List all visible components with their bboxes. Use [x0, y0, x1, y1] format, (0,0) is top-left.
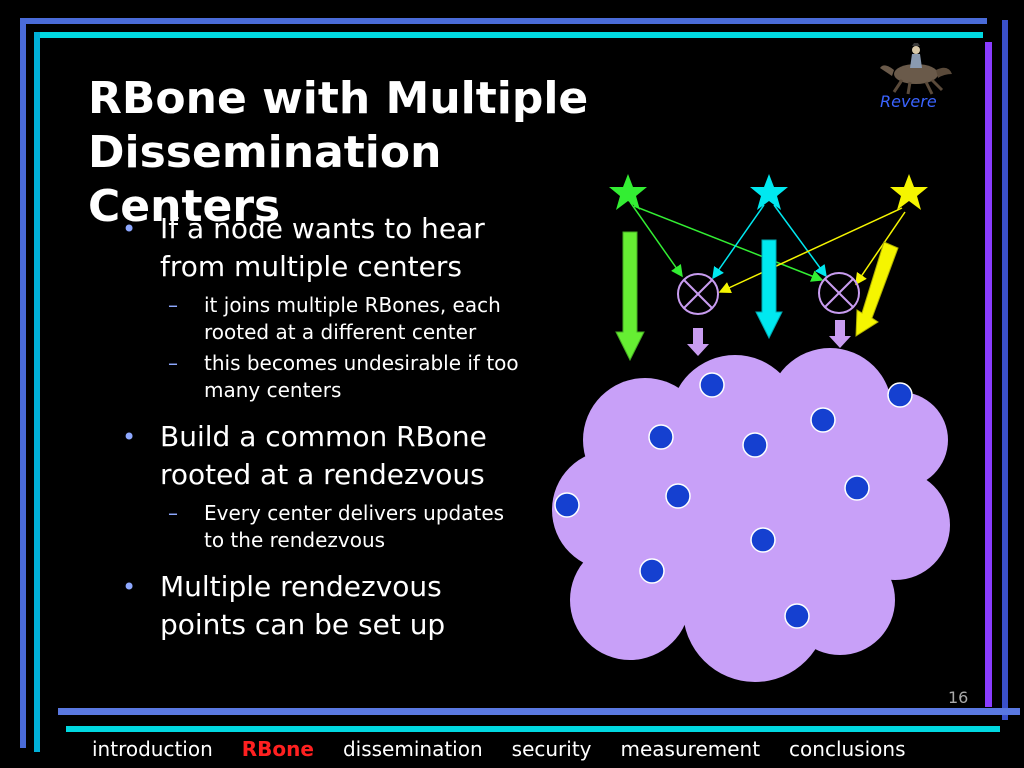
- network-node: [784, 603, 810, 629]
- frame-stripe-left-cyan: [34, 32, 40, 752]
- sub-bullet-dash-icon: –: [168, 293, 178, 317]
- slide-title-line-1: RBone with Multiple Dissemination: [88, 73, 589, 178]
- sub-bullet-text-line: it joins multiple RBones, each: [204, 293, 501, 317]
- frame-stripe-right-blue: [1002, 20, 1008, 720]
- bullet-text-line: from multiple centers: [160, 250, 462, 283]
- bullet-item: • Build a common RBone rooted at a rende…: [118, 418, 563, 494]
- slide-title-line-2: Centers: [88, 181, 281, 232]
- sub-bullet-item: – this becomes undesirable if too many c…: [118, 350, 563, 404]
- cyan-to-right-rendezvous-arrow: [773, 204, 827, 278]
- bullet-text-line: rooted at a rendezvous: [160, 458, 485, 491]
- bullet-text-line: points can be set up: [160, 608, 446, 641]
- network-node: [639, 558, 665, 584]
- horse-rider-icon: [880, 43, 952, 95]
- frame-stripe-left-blue: [20, 18, 26, 748]
- bullet-text-line: Build a common RBone: [160, 420, 487, 453]
- network-node: [844, 475, 870, 501]
- green-to-right-rendezvous-arrow: [633, 205, 824, 282]
- bullet-list: • If a node wants to hear from multiple …: [118, 210, 563, 644]
- nav-item-security[interactable]: security: [511, 737, 592, 761]
- logo-caption: Revere: [880, 92, 937, 111]
- nav-item-measurement[interactable]: measurement: [620, 737, 761, 761]
- sub-bullet-text-line: Every center delivers updates: [204, 501, 505, 525]
- crossed-circle-icon: [677, 273, 719, 315]
- frame-stripe-top-blue: [20, 18, 987, 24]
- bullet-item: • If a node wants to hear from multiple …: [118, 210, 563, 286]
- bullet-dot-icon: •: [122, 423, 137, 451]
- star-icon: [890, 174, 928, 210]
- network-node: [665, 483, 691, 509]
- sub-bullet-dash-icon: –: [168, 501, 178, 525]
- sub-bullet-item: – it joins multiple RBones, each rooted …: [118, 292, 563, 346]
- nav-item-conclusions[interactable]: conclusions: [789, 737, 906, 761]
- star-icon: [609, 174, 647, 210]
- page-number: 16: [948, 688, 969, 707]
- network-node: [742, 432, 768, 458]
- sub-bullet-text-line: to the rendezvous: [204, 528, 386, 552]
- sub-bullet-item: – Every center delivers updates to the r…: [118, 500, 563, 554]
- rendezvous-down-arrow-left: [687, 328, 709, 356]
- bullet-text-line: Multiple rendezvous: [160, 570, 442, 603]
- frame-stripe-bottom-blue: [58, 708, 1020, 715]
- rbone-diagram: [552, 174, 950, 682]
- frame-stripe-right-purple: [985, 42, 992, 707]
- bullet-item: • Multiple rendezvous points can be set …: [118, 568, 563, 644]
- network-node: [750, 527, 776, 553]
- network-node: [699, 372, 725, 398]
- yellow-to-left-rendezvous-arrow: [718, 207, 903, 294]
- sub-bullet-text-line: many centers: [204, 378, 342, 402]
- bullet-dot-icon: •: [122, 573, 137, 601]
- slide-title: RBone with Multiple Dissemination Center…: [88, 72, 888, 234]
- nav-item-introduction[interactable]: introduction: [92, 737, 213, 761]
- network-node: [887, 382, 913, 408]
- network-node: [648, 424, 674, 450]
- cyan-thick-arrow: [755, 239, 783, 340]
- slide-navigation: introduction RBone dissemination securit…: [92, 736, 935, 762]
- sub-bullet-text-line: this becomes undesirable if too: [204, 351, 519, 375]
- green-thick-arrow: [615, 231, 645, 362]
- frame-stripe-top-cyan: [40, 32, 983, 38]
- nav-item-dissemination[interactable]: dissemination: [342, 737, 483, 761]
- yellow-to-right-rendezvous-arrow: [855, 211, 906, 286]
- cyan-to-left-rendezvous-arrow: [712, 204, 765, 280]
- rendezvous-down-arrow-right: [829, 320, 851, 348]
- sub-bullet-dash-icon: –: [168, 351, 178, 375]
- star-icon: [750, 174, 788, 210]
- crossed-circle-icon: [818, 272, 860, 314]
- yellow-thick-arrow: [855, 241, 899, 337]
- network-node: [810, 407, 836, 433]
- green-to-left-rendezvous-arrow: [629, 201, 683, 278]
- sub-bullet-text-line: rooted at a different center: [204, 320, 477, 344]
- nav-item-rbone[interactable]: RBone: [241, 737, 314, 761]
- bullet-text-line: If a node wants to hear: [160, 212, 485, 245]
- network-nodes: [554, 372, 913, 629]
- network-node: [554, 492, 580, 518]
- frame-stripe-bottom-cyan: [66, 726, 1000, 732]
- bullet-dot-icon: •: [122, 215, 137, 243]
